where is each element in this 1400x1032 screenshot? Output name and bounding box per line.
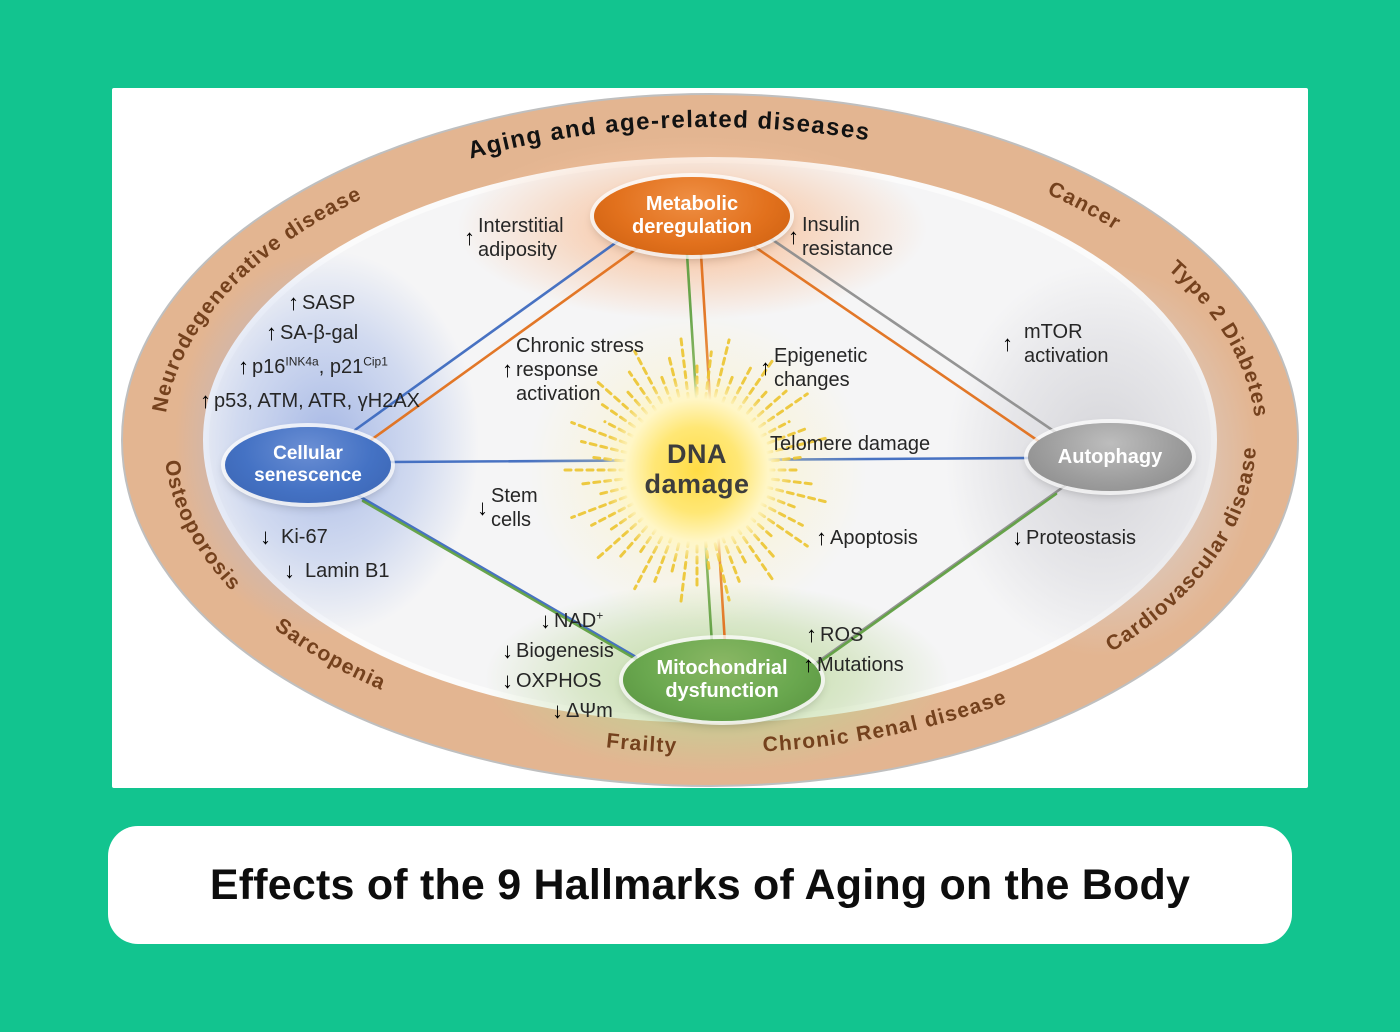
down-arrow-icon: ↓ — [477, 494, 488, 520]
sunburst-core — [602, 375, 792, 565]
title-card: Effects of the 9 Hallmarks of Aging on t… — [108, 826, 1292, 944]
node-label: Autophagy — [1057, 445, 1163, 468]
node-label: Metabolic — [645, 193, 739, 215]
up-arrow-icon: ↑ — [238, 354, 249, 379]
annotation-chronic-stress: ↑ Chronic stress response activation — [502, 335, 644, 405]
annotation-nad: ↓ NAD+ — [540, 608, 604, 633]
annotation-interstitial-adiposity: ↑ Interstitial adiposity — [464, 215, 564, 261]
up-arrow-icon: ↑ — [803, 652, 814, 677]
up-arrow-icon: ↑ — [200, 388, 211, 413]
down-arrow-icon: ↓ — [1012, 525, 1023, 550]
dna-damage-label: DNA damage — [644, 439, 750, 499]
annotation-insulin-resistance: ↑ Insulin resistance — [788, 214, 894, 260]
node-label: Cellular — [273, 443, 343, 465]
annotation-epigenetic-changes: ↑ Epigenetic changes — [760, 345, 868, 391]
annotation-apoptosis: ↑ Apoptosis — [816, 525, 918, 550]
ring-label-frailty: Frailty — [605, 729, 678, 757]
node-autophagy: Autophagy — [1028, 423, 1192, 491]
annotation-oxphos: ↓ OXPHOS — [502, 668, 602, 693]
page-title: Effects of the 9 Hallmarks of Aging on t… — [209, 860, 1191, 909]
down-arrow-icon: ↓ — [502, 668, 513, 693]
down-arrow-icon: ↓ — [552, 698, 563, 723]
annotation-mutations: ↑ Mutations — [803, 652, 904, 677]
annotation-p16-p21: ↑ p16INK4a, p21Cip1 — [238, 354, 388, 379]
up-arrow-icon: ↑ — [266, 320, 277, 345]
annotation-proteostasis: ↓ Proteostasis — [1012, 525, 1137, 550]
annotation-sasp: ↑ SASP — [288, 290, 356, 315]
up-arrow-icon: ↑ — [806, 622, 817, 647]
up-arrow-icon: ↑ — [502, 356, 513, 382]
down-arrow-icon: ↓ — [540, 608, 551, 633]
node-label: senescence — [254, 465, 362, 486]
down-arrow-icon: ↓ — [260, 524, 271, 549]
down-arrow-icon: ↓ — [502, 638, 513, 663]
annotation-sa-b-gal: ↑ SA-β-gal — [266, 320, 359, 345]
node-label: dysfunction — [665, 680, 779, 702]
up-arrow-icon: ↑ — [816, 525, 827, 550]
up-arrow-icon: ↑ — [788, 223, 799, 249]
node-cellular-senescence: Cellular senescence — [225, 427, 391, 503]
node-metabolic-deregulation: Metabolic deregulation — [594, 177, 790, 255]
node-mitochondrial-dysfunction: Mitochondrial dysfunction — [623, 639, 821, 721]
up-arrow-icon: ↑ — [760, 354, 771, 380]
annotation-p53-atm-atr: ↑ p53, ATM, ATR, γH2AX — [200, 388, 420, 413]
annotation-biogenesis: ↓ Biogenesis — [502, 638, 614, 663]
up-arrow-icon: ↑ — [464, 224, 475, 250]
annotation-delta-psi-m: ↓ ΔΨm — [552, 698, 613, 723]
annotation-ros: ↑ ROS — [806, 622, 864, 647]
up-arrow-icon: ↑ — [288, 290, 299, 315]
annotation-lamin-b1: ↓ Lamin B1 — [284, 558, 390, 583]
up-arrow-icon: ↑ — [1002, 330, 1013, 356]
annotation-telomere-damage: Telomere damage — [770, 433, 931, 455]
node-label: deregulation — [631, 216, 752, 238]
down-arrow-icon: ↓ — [284, 558, 295, 583]
annotation-ki67: ↓ Ki-67 — [260, 524, 328, 549]
node-label: Mitochondrial — [656, 657, 788, 679]
annotation-mtor-activation: ↑ mTOR activation — [1002, 321, 1109, 367]
diagram-panel: Aging and age-related diseases Neurodege… — [112, 88, 1308, 788]
annotation-stem-cells: ↓ Stem cells — [477, 485, 538, 531]
